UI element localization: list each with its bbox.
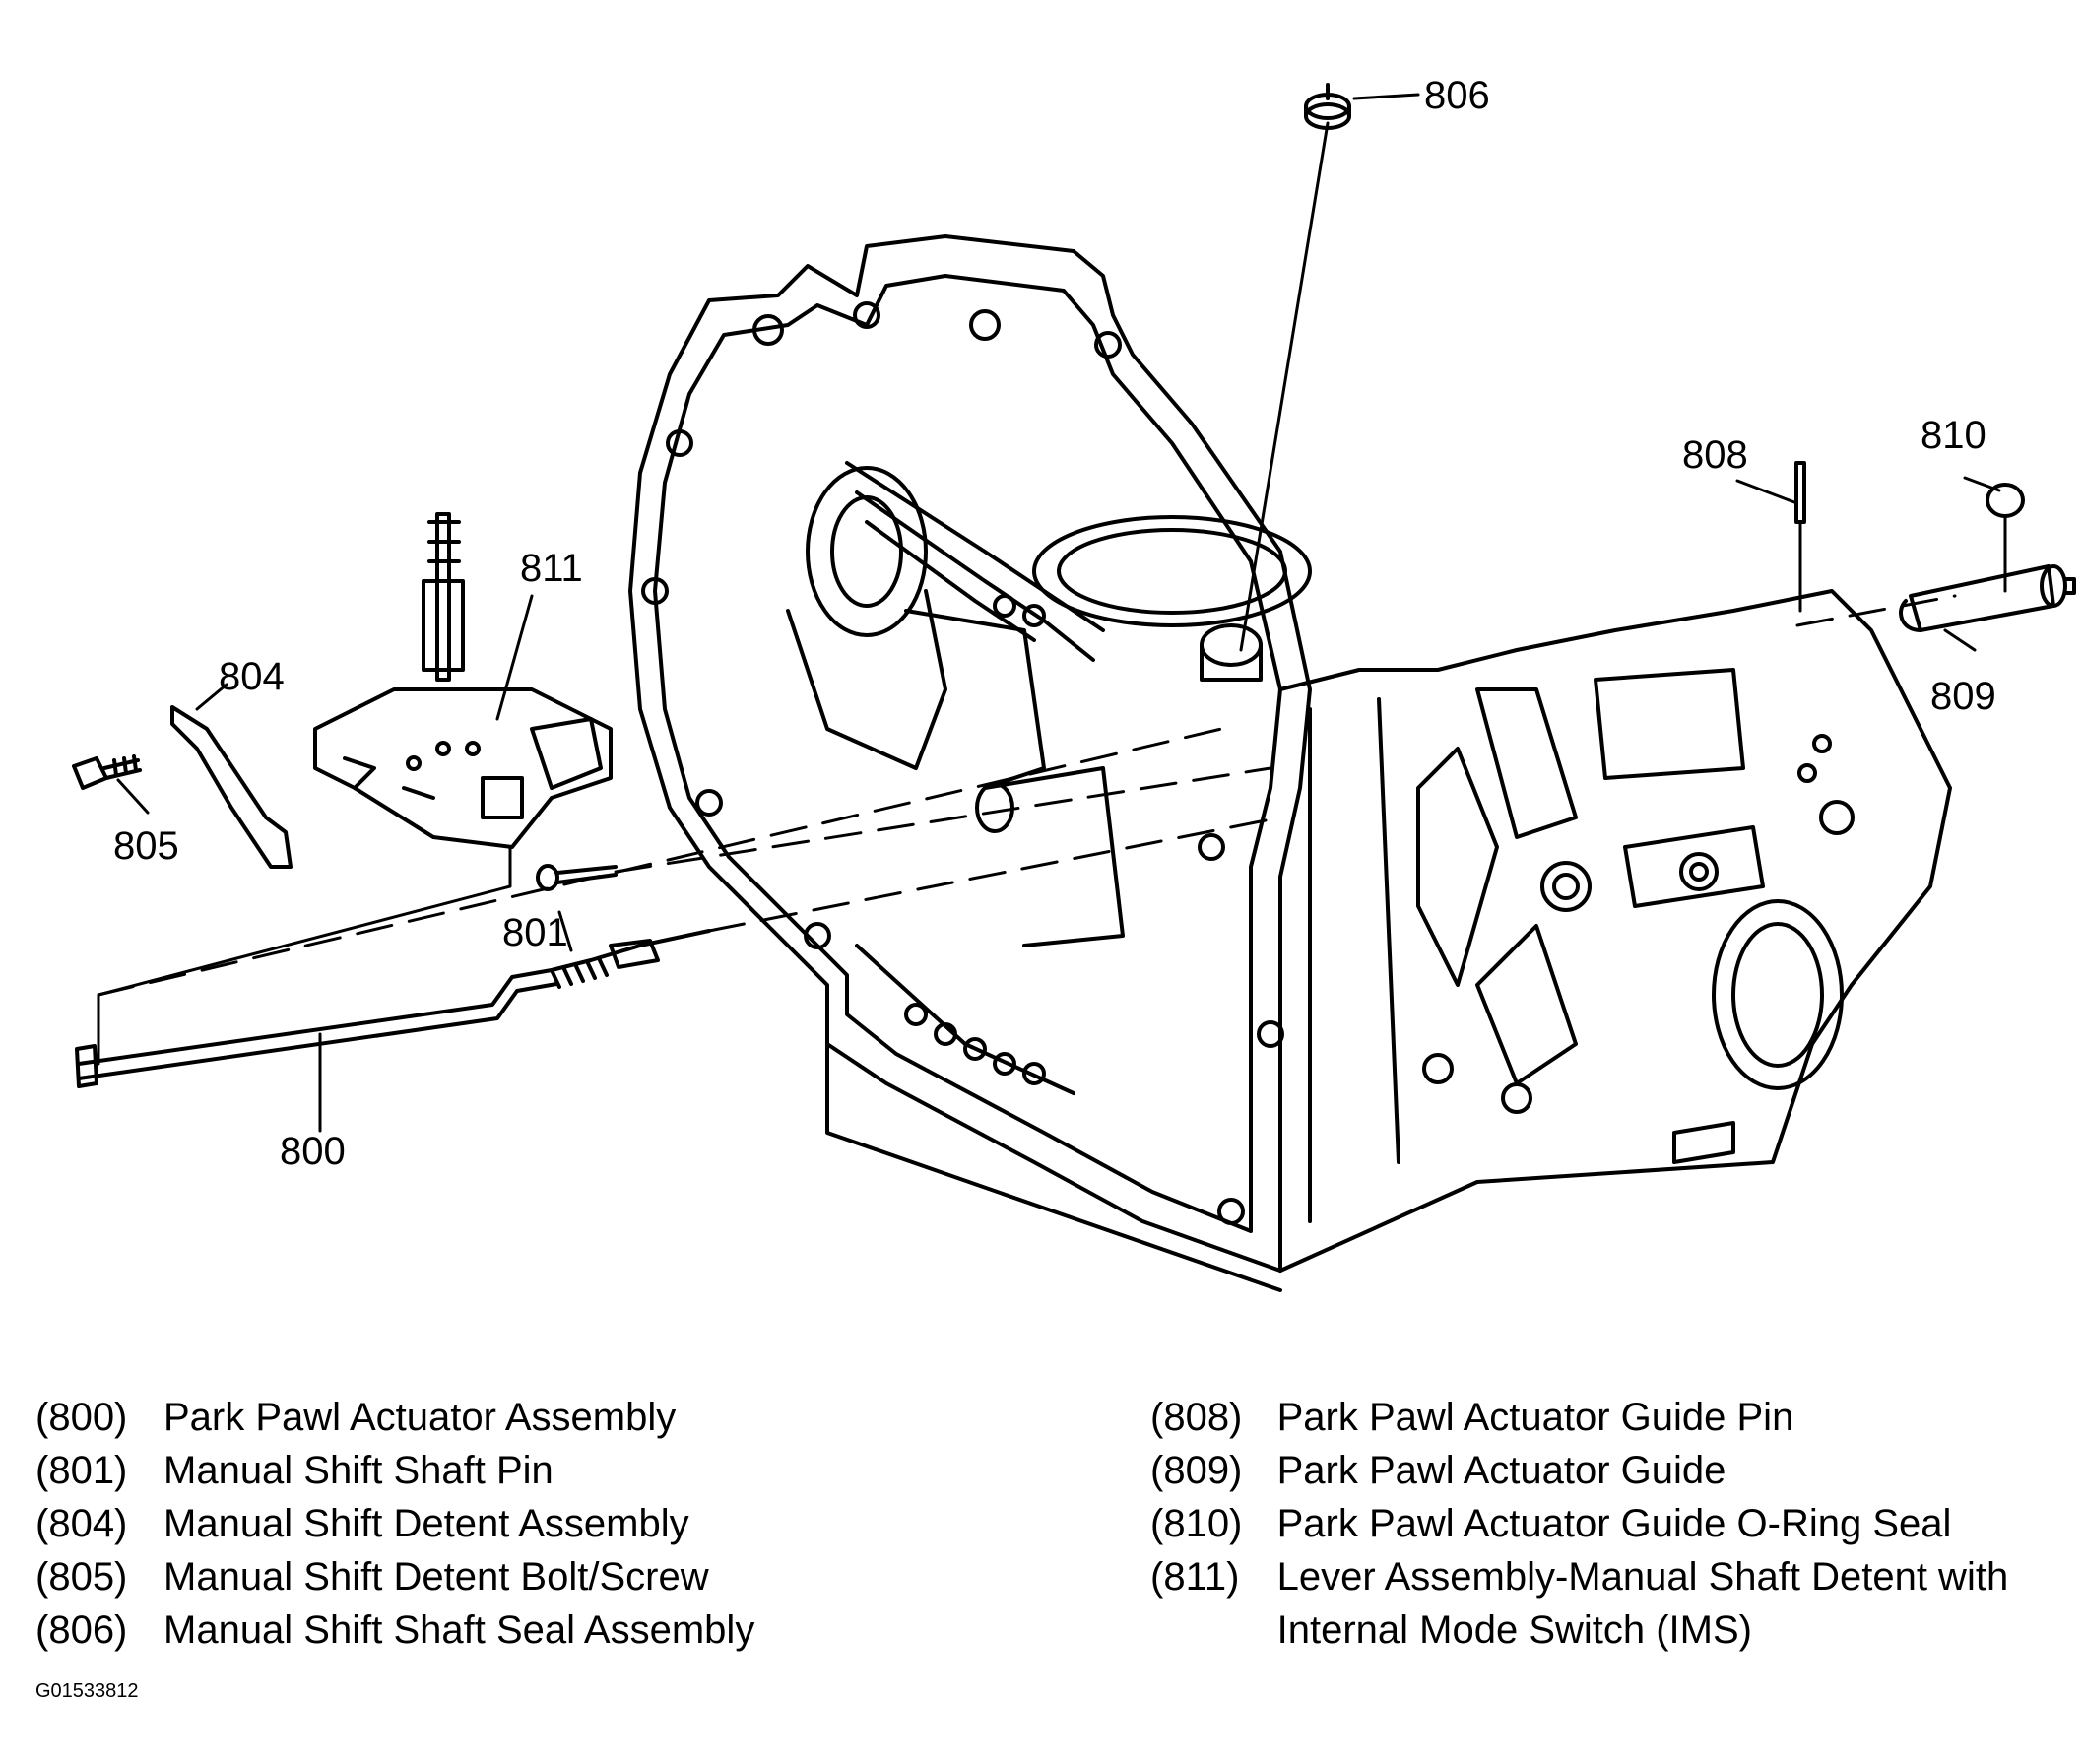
- legend-description: Manual Shift Shaft Pin: [163, 1449, 554, 1492]
- legend-item: (800) Park Pawl Actuator Assembly: [35, 1391, 1099, 1444]
- output-bore: [1712, 899, 1844, 1090]
- legend-right-column: (808) Park Pawl Actuator Guide Pin (809)…: [1150, 1391, 2056, 1657]
- legend-number: (811): [1150, 1555, 1240, 1599]
- legend-number: (804): [35, 1502, 128, 1545]
- bell-housing-inner: [653, 274, 1282, 1233]
- leader-lines: [97, 93, 2007, 1133]
- legend-number: (808): [1150, 1396, 1243, 1439]
- legend-description: Park Pawl Actuator Guide: [1276, 1449, 1726, 1492]
- seal-bore: [1032, 515, 1312, 627]
- legend-left-column: (800) Park Pawl Actuator Assembly (801) …: [35, 1391, 1099, 1657]
- pump-bore: [806, 466, 928, 637]
- extension-housing: [1278, 589, 1952, 1273]
- legend-item: (806) Manual Shift Shaft Seal Assembly: [35, 1603, 1099, 1657]
- legend-number: (809): [1150, 1449, 1243, 1492]
- legend-item: (810) Park Pawl Actuator Guide O-Ring Se…: [1150, 1497, 2056, 1550]
- callout-805: 805: [113, 824, 179, 868]
- legend-number: (800): [35, 1396, 128, 1439]
- callout-800: 800: [280, 1130, 346, 1173]
- detent-spring-804-part: [170, 705, 293, 869]
- guide-pin-808-part: [1794, 461, 1806, 524]
- actuator-rod-800-part: [75, 929, 711, 1088]
- legend-description: Manual Shift Shaft Seal Assembly: [163, 1608, 755, 1652]
- transmission-case: [628, 234, 1952, 1292]
- legend-number: (806): [35, 1608, 128, 1652]
- bell-housing-outline: [628, 234, 1312, 1273]
- callout-804: 804: [219, 655, 285, 698]
- callout-809: 809: [1930, 675, 1996, 718]
- alignment-lines: [97, 594, 1957, 997]
- legend-number: (801): [35, 1449, 128, 1492]
- legend-item: (804) Manual Shift Detent Assembly: [35, 1497, 1099, 1550]
- shaft-pin-801-part: [536, 864, 618, 891]
- legend-description: Manual Shift Detent Bolt/Screw: [163, 1555, 709, 1599]
- callout-808: 808: [1682, 433, 1748, 477]
- legend-description: Park Pawl Actuator Guide O-Ring Seal: [1276, 1502, 1952, 1545]
- callout-810: 810: [1921, 414, 1986, 457]
- legend-description: Park Pawl Actuator Assembly: [163, 1396, 677, 1439]
- legend-description: Manual Shift Detent Assembly: [163, 1502, 689, 1545]
- detent-bolt-805-part: [72, 754, 142, 790]
- legend-description: Lever Assembly-Manual Shaft Detent with …: [1276, 1555, 2009, 1652]
- legend-item: (808) Park Pawl Actuator Guide Pin: [1150, 1391, 2056, 1444]
- callout-806: 806: [1424, 74, 1490, 117]
- legend-item: (801) Manual Shift Shaft Pin: [35, 1444, 1099, 1497]
- seal-806-part: [1304, 83, 1351, 130]
- callout-811: 811: [520, 547, 583, 590]
- actuator-guide-809-part: [1899, 564, 2076, 632]
- legend-item: (811) Lever Assembly-Manual Shaft Detent…: [1150, 1550, 2056, 1657]
- legend-item: (805) Manual Shift Detent Bolt/Screw: [35, 1550, 1099, 1603]
- legend-number: (805): [35, 1555, 128, 1599]
- legend-item: (809) Park Pawl Actuator Guide: [1150, 1444, 2056, 1497]
- legend-number: (810): [1150, 1502, 1243, 1545]
- legend-description: Park Pawl Actuator Guide Pin: [1276, 1396, 1794, 1439]
- figure-id: G01533812: [35, 1680, 139, 1702]
- callout-801: 801: [502, 911, 568, 954]
- ims-lever-811-part: [313, 512, 613, 849]
